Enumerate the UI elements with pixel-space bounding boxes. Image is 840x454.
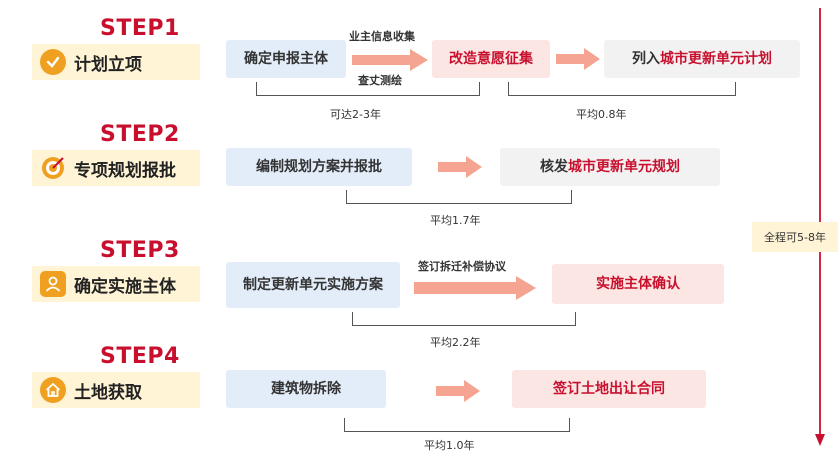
step3-box-implementation-plan: 制定更新单元实施方案 — [226, 262, 400, 308]
step1-stage: 计划立项 — [32, 44, 200, 80]
step1-arrow-top-label: 业主信息收集 — [349, 30, 415, 43]
step2-box-issue: 核发城市更新单元规划 — [500, 148, 720, 186]
step4-bracket — [344, 418, 570, 432]
step4-duration: 平均1.0年 — [424, 439, 475, 452]
step3-bracket — [352, 312, 576, 326]
step3-arrow-top-label: 签订拆迁补偿协议 — [418, 260, 506, 273]
step3-duration: 平均2.2年 — [430, 336, 481, 349]
step3-stage: 确定实施主体 — [32, 266, 200, 302]
step2-stage-label: 专项规划报批 — [74, 160, 176, 181]
step4-title: STEP4 — [100, 344, 180, 369]
step1-box-plan-prefix: 列入 — [632, 50, 660, 67]
step2-box-issue-highlight: 城市更新单元规划 — [568, 158, 680, 175]
step1-title: STEP1 — [100, 16, 180, 41]
step2-box-issue-prefix: 核发 — [540, 158, 568, 175]
step2-duration: 平均1.7年 — [430, 214, 481, 227]
step1-arrow-2 — [556, 48, 600, 70]
target-icon — [40, 155, 66, 181]
step1-box-willingness: 改造意愿征集 — [432, 40, 550, 78]
step1-box-plan-highlight: 城市更新单元计划 — [660, 50, 772, 67]
step1-arrow-bottom-label: 查丈测绘 — [358, 74, 402, 87]
person-icon — [40, 271, 66, 297]
step4-box-land-contract: 签订土地出让合同 — [512, 370, 706, 408]
step2-arrow — [438, 156, 482, 178]
step2-stage: 专项规划报批 — [32, 150, 200, 186]
step1-duration-1: 可达2-3年 — [330, 108, 381, 121]
total-duration-label: 全程可5-8年 — [764, 231, 826, 244]
step3-box-confirm-entity: 实施主体确认 — [552, 264, 724, 304]
step2-bracket — [346, 190, 572, 204]
step4-stage-label: 土地获取 — [74, 382, 142, 403]
house-icon — [40, 377, 66, 403]
step3-arrow — [414, 276, 536, 300]
step1-bracket-1 — [256, 82, 480, 96]
step4-box-demolition: 建筑物拆除 — [226, 370, 386, 408]
step1-duration-2: 平均0.8年 — [576, 108, 627, 121]
total-duration-box: 全程可5-8年 — [752, 222, 838, 252]
step1-bracket-2 — [508, 82, 736, 96]
step2-title: STEP2 — [100, 122, 180, 147]
step2-box-prepare-plan: 编制规划方案并报批 — [226, 148, 412, 186]
checkmark-icon — [40, 49, 66, 75]
step1-box-plan: 列入城市更新单元计划 — [604, 40, 800, 78]
step1-box-applicant: 确定申报主体 — [226, 40, 346, 78]
step4-arrow — [436, 380, 480, 402]
step1-stage-label: 计划立项 — [74, 54, 142, 75]
step1-arrow-1 — [352, 49, 428, 71]
step3-stage-label: 确定实施主体 — [74, 276, 176, 297]
step3-title: STEP3 — [100, 238, 180, 263]
step4-stage: 土地获取 — [32, 372, 200, 408]
